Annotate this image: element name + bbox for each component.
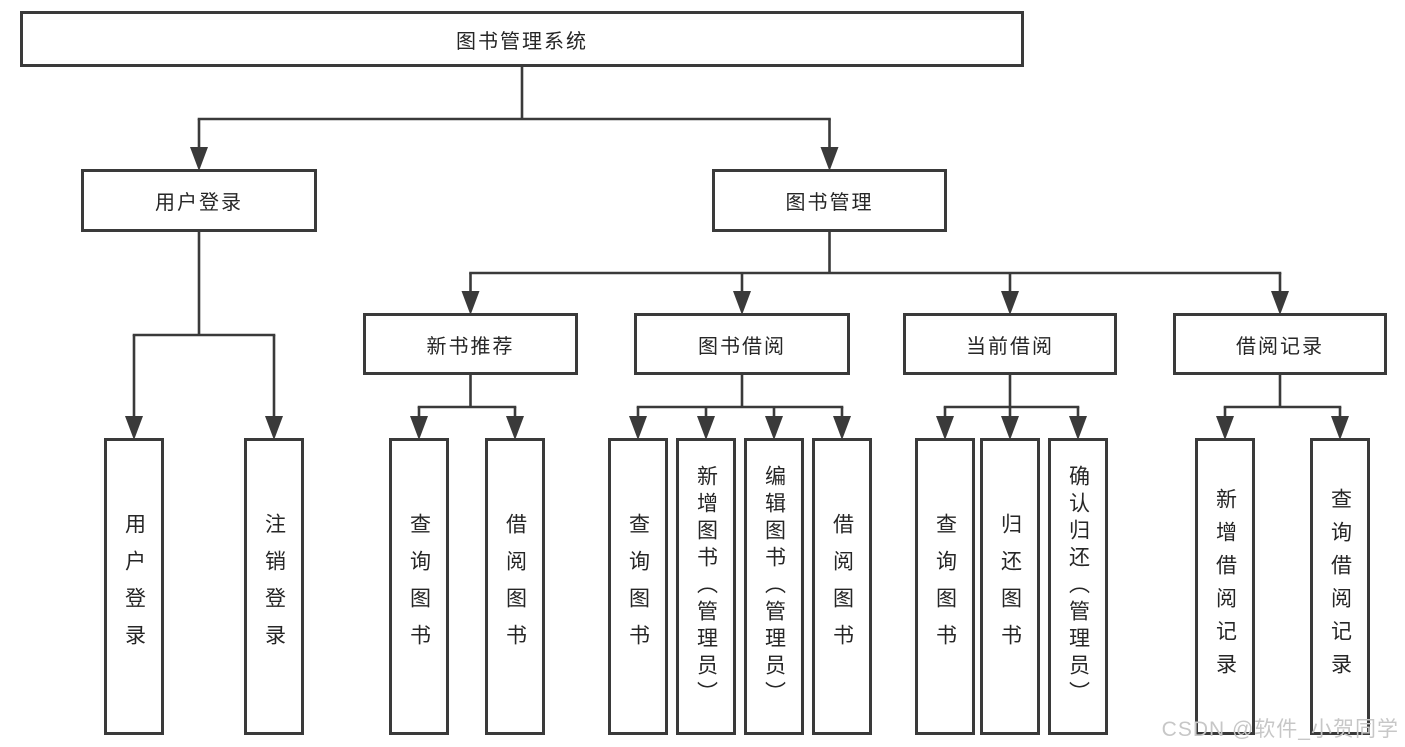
node-nb-borrow-books: 借阅图书 [485, 438, 545, 735]
node-cur-return-books: 归还图书 [980, 438, 1040, 735]
csdn-watermark: CSDN @软件_小贺同学 [1161, 718, 1399, 741]
node-borrowing-records-label: 借阅记录 [1236, 335, 1324, 358]
node-bw-add-books-admin-label: 新增图书（管理员） [694, 465, 718, 708]
node-nb-query-books-label: 查询图书 [407, 512, 431, 661]
node-user-login-action-label: 用户登录 [122, 512, 146, 661]
node-cur-confirm-return-admin-label: 确认归还（管理员） [1066, 465, 1090, 708]
node-book-borrowing-label: 图书借阅 [698, 335, 786, 358]
node-user-login: 用户登录 [81, 169, 317, 232]
node-new-book-recommend-label: 新书推荐 [426, 335, 515, 358]
node-book-management-label: 图书管理 [785, 192, 874, 214]
node-book-borrowing: 图书借阅 [634, 313, 850, 375]
node-rec-add-record: 新增借阅记录 [1195, 438, 1255, 735]
node-logout: 注销登录 [244, 438, 304, 735]
node-bw-borrow-books: 借阅图书 [812, 438, 872, 735]
node-cur-query-books-label: 查询图书 [933, 512, 957, 661]
node-new-book-recommend: 新书推荐 [363, 313, 578, 375]
node-rec-add-record-label: 新增借阅记录 [1213, 487, 1237, 686]
node-bw-borrow-books-label: 借阅图书 [830, 512, 854, 661]
node-cur-query-books: 查询图书 [915, 438, 975, 735]
node-cur-confirm-return-admin: 确认归还（管理员） [1048, 438, 1108, 735]
node-current-borrowing-label: 当前借阅 [966, 335, 1054, 358]
node-user-login-action: 用户登录 [104, 438, 164, 735]
node-book-management: 图书管理 [712, 169, 947, 232]
node-bw-edit-books-admin-label: 编辑图书（管理员） [762, 465, 786, 708]
node-nb-query-books: 查询图书 [389, 438, 449, 735]
node-bw-add-books-admin: 新增图书（管理员） [676, 438, 736, 735]
node-library-management-system: 图书管理系统 [20, 11, 1024, 67]
node-cur-return-books-label: 归还图书 [998, 512, 1022, 661]
node-bw-edit-books-admin: 编辑图书（管理员） [744, 438, 804, 735]
node-bw-query-books-label: 查询图书 [626, 512, 650, 661]
node-library-management-system-label: 图书管理系统 [456, 30, 588, 53]
node-borrowing-records: 借阅记录 [1173, 313, 1387, 375]
node-bw-query-books: 查询图书 [608, 438, 668, 735]
node-rec-query-record: 查询借阅记录 [1310, 438, 1370, 735]
node-current-borrowing: 当前借阅 [903, 313, 1117, 375]
node-nb-borrow-books-label: 借阅图书 [503, 512, 527, 661]
node-user-login-label: 用户登录 [155, 192, 243, 214]
node-logout-label: 注销登录 [262, 512, 286, 661]
node-rec-query-record-label: 查询借阅记录 [1328, 487, 1352, 686]
